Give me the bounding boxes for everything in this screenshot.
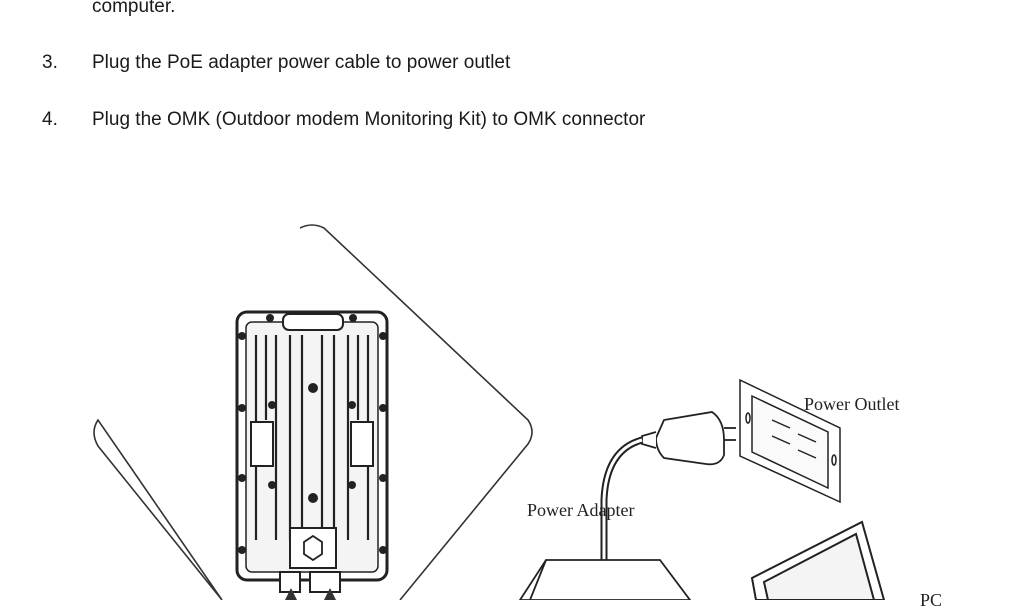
step-3-number: 3. bbox=[42, 52, 58, 73]
power-outlet-label: Power Outlet bbox=[804, 394, 900, 414]
power-adapter-label: Power Adapter bbox=[527, 500, 635, 520]
step-4-number: 4. bbox=[42, 109, 58, 130]
pc-label: PC bbox=[920, 590, 943, 610]
power-outlet bbox=[739, 378, 841, 504]
step-3-text: Plug the PoE adapter power cable to powe… bbox=[92, 52, 511, 73]
step-4-text: Plug the OMK (Outdoor modem Monitoring K… bbox=[92, 109, 646, 130]
power-plug bbox=[641, 411, 736, 466]
antenna-panel-outline bbox=[93, 224, 533, 600]
power-adapter bbox=[518, 559, 692, 600]
pc-laptop bbox=[750, 520, 886, 600]
outdoor-modem-unit bbox=[235, 310, 389, 593]
step-continuation-text: computer. bbox=[92, 0, 176, 17]
